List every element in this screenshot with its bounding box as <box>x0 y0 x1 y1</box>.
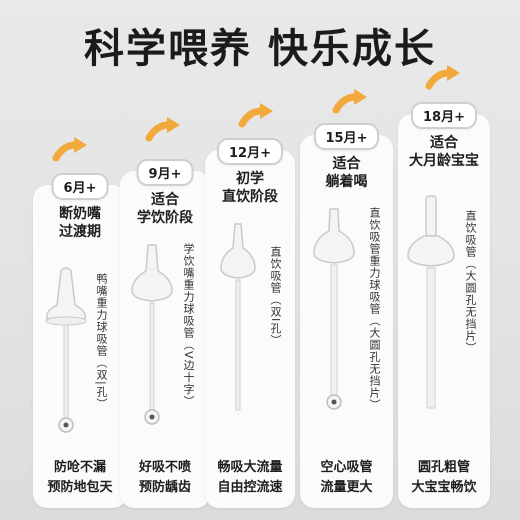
product-name: 鸭嘴重力球吸管（双|孔） <box>95 273 108 410</box>
product-name: 直饮吸管（双I孔） <box>269 246 282 347</box>
arrow-icon <box>238 103 273 128</box>
arrow-icon <box>332 89 367 114</box>
stage-card: 15月+ 适合 躺着喝 直饮吸管重力球吸管（大圆孔无挡片） 空心吸管 流量更大 <box>300 123 393 508</box>
product-name: 直饮吸管重力球吸管（大圆孔无挡片） <box>368 207 381 411</box>
age-badge: 9月+ <box>136 159 194 186</box>
age-badge: 18月+ <box>411 102 477 129</box>
stage-card: 12月+ 初学 直饮阶段 直饮吸管（双I孔） 畅吸大流量 自由控流速 <box>205 138 295 508</box>
arrow-icon <box>145 117 180 142</box>
product-name: 学饮嘴重力球吸管（V边十字） <box>182 243 195 408</box>
stage-card: 6月+ 断奶嘴 过渡期 鸭嘴重力球吸管（双|孔） 防呛不漏 预防地包天 <box>33 173 127 508</box>
benefits: 空心吸管 流量更大 <box>320 460 373 495</box>
stage-heading: 断奶嘴 过渡期 <box>59 206 101 240</box>
stage-heading: 初学 直饮阶段 <box>222 171 278 205</box>
large-round-hole-straw-image <box>407 195 455 409</box>
sippy-spout-straw-image <box>131 244 173 425</box>
arrow-icon <box>52 137 87 162</box>
stage-card: 9月+ 适合 学饮阶段 学饮嘴重力球吸管（V边十字） 好吸不喷 预防龋齿 <box>120 159 210 508</box>
stage-heading: 适合 学饮阶段 <box>137 192 193 226</box>
age-badge: 6月+ <box>51 173 109 200</box>
arrow-icon <box>425 65 460 90</box>
benefits: 圆孔粗管 大宝宝畅饮 <box>411 460 477 495</box>
direct-drink-straw-image <box>220 223 256 411</box>
benefits: 防呛不漏 预防地包天 <box>47 460 113 495</box>
stage-card: 18月+ 适合 大月龄宝宝 直饮吸管（大圆孔无挡片） 圆孔粗管 大宝宝畅饮 <box>398 102 490 508</box>
gravity-ball-straw-image <box>313 208 355 410</box>
age-badge: 15月+ <box>313 123 380 150</box>
product-name: 直饮吸管（大圆孔无挡片） <box>464 210 477 354</box>
page-title: 科学喂养 快乐成长 <box>84 26 436 72</box>
benefits: 畅吸大流量 自由控流速 <box>217 460 283 495</box>
benefits: 好吸不喷 预防龋齿 <box>138 460 191 495</box>
stage-heading: 适合 躺着喝 <box>325 156 368 190</box>
age-badge: 12月+ <box>217 138 283 165</box>
duckbill-straw-image <box>45 267 87 433</box>
stage-heading: 适合 大月龄宝宝 <box>409 135 479 169</box>
